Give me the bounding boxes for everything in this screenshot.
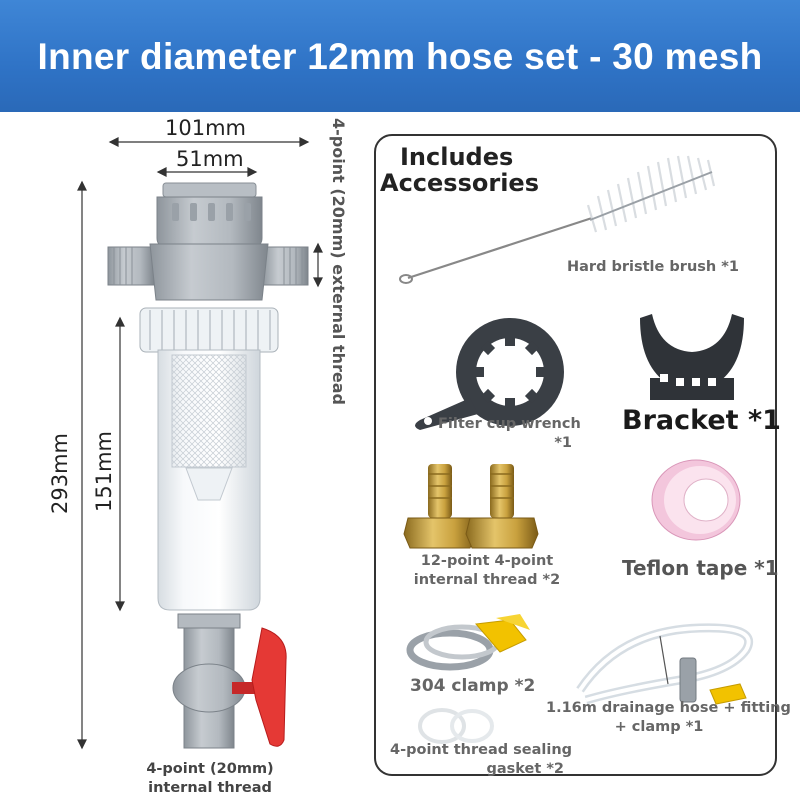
wrench-icon [415, 318, 564, 430]
water-prefilter-icon [107, 182, 309, 749]
top-thread-label: 4-point (20mm) external thread [329, 118, 348, 405]
gasket-label-line2: gasket *2 [486, 761, 564, 777]
fitting-label-line1: 12-point 4-point [420, 553, 554, 569]
tape-icon [651, 459, 741, 541]
clamp-label: 304 clamp *2 [410, 676, 536, 696]
wrench-label-line2: *1 [554, 435, 572, 451]
fitting-label-line2: internal thread *2 [413, 572, 561, 588]
page-title: Inner diameter 12mm hose set - 30 mesh [37, 36, 763, 77]
accessories-panel [374, 134, 777, 776]
brush-label: Hard bristle brush *1 [567, 259, 739, 275]
inlet-width-label: 51mm [176, 147, 244, 171]
bracket-label: Bracket *1 [622, 405, 781, 436]
bracket-icon [640, 314, 744, 400]
title-banner [0, 0, 800, 112]
bottom-thread-line2: internal thread [148, 780, 272, 796]
bottom-thread-label: 4-point (20mm) internal thread [140, 760, 280, 798]
wrench-label: Filter cup wrench *1 [438, 415, 588, 453]
gasket-label: 4-point thread sealing gasket *2 [390, 741, 573, 779]
hose-icon [576, 623, 754, 705]
tape-label: Teflon tape *1 [622, 556, 779, 580]
brush-icon [399, 155, 716, 284]
fitting-icon [403, 464, 539, 549]
wrench-label-line1: Filter cup wrench [438, 416, 581, 432]
accessories-title: Includes Accessories [380, 144, 539, 196]
overall-width-label: 101mm [165, 116, 246, 140]
hose-label: 1.16m drainage hose + fitting + clamp *1 [546, 699, 791, 737]
hose-label-line1: 1.16m drainage hose + fitting [546, 700, 791, 716]
bottom-thread-line1: 4-point (20mm) [146, 761, 274, 777]
accessories-title-line1: Includes [400, 143, 514, 171]
dimension-lines [77, 137, 323, 750]
total-height-label: 293mm [48, 433, 72, 514]
cup-height-label: 151mm [92, 431, 116, 512]
clamp-icon [406, 614, 530, 671]
accessories-title-line2: Accessories [380, 169, 539, 197]
gasket-icon [418, 708, 494, 744]
gasket-label-line1: 4-point thread sealing [390, 742, 573, 758]
hose-label-line2: + clamp *1 [614, 719, 704, 735]
fitting-label: 12-point 4-point internal thread *2 [412, 552, 562, 590]
